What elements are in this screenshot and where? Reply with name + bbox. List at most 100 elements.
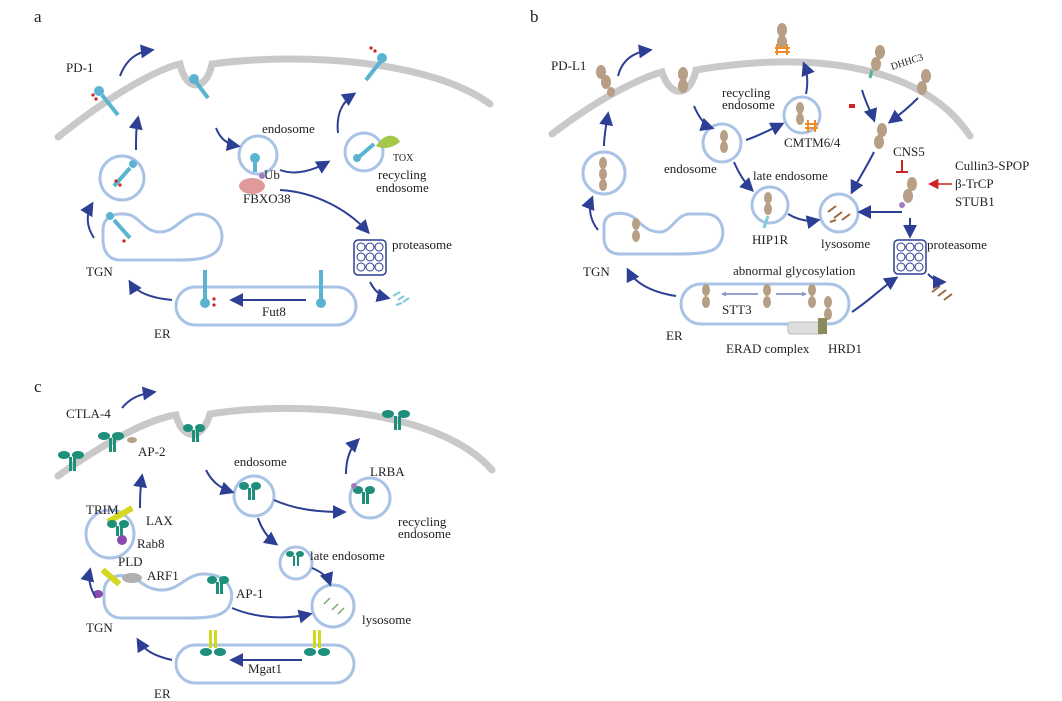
label-ub: Ub (264, 167, 280, 182)
degraded-fragments-lysosome (323, 597, 345, 615)
transport-vesicle (84, 508, 136, 560)
arrow (121, 386, 157, 409)
panel-a-letter: a (34, 7, 42, 26)
label-proteasome: proteasome (392, 237, 452, 252)
label-stub1: STUB1 (955, 194, 995, 209)
label-erad-complex: ERAD complex (726, 341, 810, 356)
arrow (851, 276, 899, 313)
pd1-receptor-endocytic (189, 74, 210, 100)
arrow (626, 267, 677, 297)
label-cullin3-spop: Cullin3-SPOP (955, 158, 1029, 173)
ctla4-dimer-ap2 (98, 432, 124, 452)
pdl1-in-er-4 (824, 296, 832, 320)
arrow (128, 115, 143, 151)
label-rab8: Rab8 (137, 536, 164, 551)
arrow (733, 161, 754, 192)
label-arf1: ARF1 (147, 568, 179, 583)
label-hrd1: HRD1 (828, 341, 862, 356)
arrow (787, 213, 821, 230)
ctla4-dimer-left (58, 451, 84, 471)
proteasome-icon (893, 239, 927, 275)
proteasome-icon (353, 239, 387, 276)
plasma-membrane (54, 55, 494, 141)
fbxo38-enzyme (239, 178, 265, 194)
label-ctla4: CTLA-4 (66, 406, 111, 421)
ctla4-in-er-right (304, 630, 330, 656)
arrow (599, 111, 614, 147)
panel-c: c (34, 377, 496, 701)
arrow (231, 607, 313, 624)
label-lysosome: lysosome (821, 236, 870, 251)
cmtm-complex-surface (775, 44, 790, 55)
endoplasmic-reticulum (174, 285, 358, 327)
arrow (279, 189, 370, 235)
label-er: ER (154, 326, 171, 341)
pd1-receptor-recycled (364, 46, 387, 82)
ubiquitin-icon (259, 173, 265, 179)
pdl1-receptor-palmitoylated (871, 45, 885, 71)
arrow (128, 279, 173, 301)
pdl1-in-er-2 (763, 284, 771, 308)
tgn (101, 212, 224, 262)
label-tox: TOX (393, 153, 414, 164)
csn5-inhibit-icon (896, 160, 908, 173)
tox-protein (376, 135, 400, 149)
ctla4-in-tgn (207, 576, 229, 594)
panel-b-letter: b (530, 7, 539, 26)
arrow (369, 281, 391, 303)
arrow (617, 44, 653, 77)
label-lysosome: lysosome (362, 612, 411, 627)
ctla4-in-vesicle (107, 520, 129, 536)
label-csn5: CNS5 (893, 144, 925, 159)
lrba-protein (351, 483, 357, 489)
label-hip1r: HIP1R (752, 232, 788, 247)
lysosome (818, 192, 860, 234)
ap2-adaptor (127, 437, 137, 443)
pd1-in-tgn (106, 212, 132, 243)
pdl1-receptor-membrane-right (917, 69, 931, 95)
hip1r-protein (762, 215, 770, 229)
label-ap2: AP-2 (138, 444, 165, 459)
degraded-fragments (392, 291, 410, 306)
label-late-endosome: late endosome (753, 168, 828, 183)
label-pdl1: PD-L1 (551, 58, 586, 73)
label-proteasome: proteasome (927, 237, 987, 252)
arrow (119, 44, 155, 77)
label-tgn: TGN (86, 620, 113, 635)
label-recycling: recycling (398, 514, 447, 529)
arrow (257, 517, 279, 546)
hrd1-channel (818, 318, 827, 334)
pdl1-receptor-endocytic (678, 67, 688, 93)
arrow (887, 97, 919, 124)
pdl1-in-tgn (632, 218, 640, 242)
label-recycling: recycling (722, 85, 771, 100)
arrow (133, 473, 148, 509)
label-ap1: AP-1 (236, 586, 263, 601)
label-recycling-endosome: endosome (722, 97, 775, 112)
rab8-protein (117, 535, 127, 545)
ctla4-in-late-endosome (286, 551, 304, 566)
label-endosome: endosome (664, 161, 717, 176)
label-fut8: Fut8 (262, 304, 286, 319)
pdl1-in-er-1 (702, 284, 710, 308)
label-endosome: endosome (262, 121, 315, 136)
ctla4-in-er-left (200, 630, 226, 656)
pdl1-in-recycling-endosome (796, 102, 804, 125)
arrow (850, 151, 875, 195)
label-trim: TRIM (86, 502, 119, 517)
plasma-membrane (54, 404, 496, 480)
ctla4-in-endosome (239, 482, 261, 500)
label-stt3: STT3 (722, 302, 752, 317)
pdl1-in-vesicle (599, 157, 607, 191)
pld-protein (100, 567, 122, 587)
ctla4-dimer-surface-right (382, 410, 410, 430)
ubiquitin-icon (899, 202, 905, 208)
arrow (80, 567, 97, 599)
label-abnormal-glycosylation: abnormal glycosylation (733, 263, 856, 278)
arrow (345, 438, 360, 475)
pdl1-cytoplasm-upper (874, 123, 887, 149)
degraded-fragments-lysosome (827, 205, 851, 223)
label-late-endosome: late endosome (310, 548, 385, 563)
pd1-in-er-left (200, 270, 216, 308)
